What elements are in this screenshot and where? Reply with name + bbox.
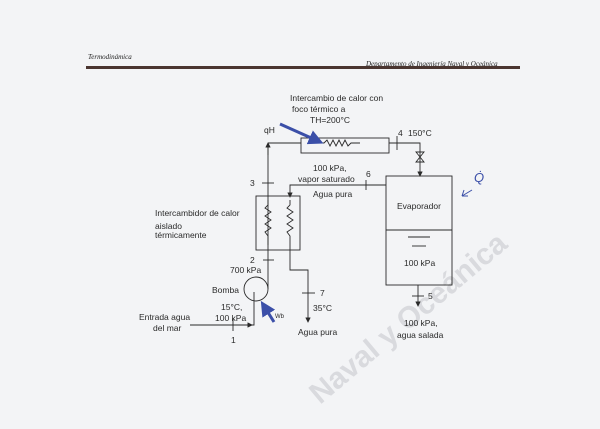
- heater-coil: [318, 138, 360, 148]
- qh-label: qH: [264, 125, 275, 135]
- inlet-cond-2: 100 kPa: [215, 313, 246, 323]
- heater-label-2: foco térmico a: [292, 104, 346, 114]
- out5-label-1: 100 kPa,: [404, 318, 438, 328]
- inlet-label-1: Entrada agua: [139, 312, 190, 322]
- state5-label: 5: [428, 291, 433, 301]
- evaporator-box: [385, 175, 453, 286]
- state6-desc-1: 100 kPa,: [313, 163, 347, 173]
- q-dot-label: Q̇: [474, 170, 484, 185]
- expansion-valve: [415, 151, 425, 163]
- inlet-cond-1: 15°C,: [221, 302, 242, 312]
- pump-circle: [243, 276, 269, 302]
- wb-label: Wb: [275, 314, 285, 320]
- inlet-label-2: del mar: [153, 323, 182, 333]
- evap-pressure: 100 kPa: [404, 258, 435, 268]
- wb-arrow-icon: [260, 300, 276, 323]
- state6-desc-2: vapor saturado: [298, 174, 355, 184]
- heater-box: [300, 137, 390, 154]
- header-rule: [86, 66, 520, 69]
- pump-label: Bomba: [212, 285, 239, 295]
- state3-label: 3: [250, 178, 255, 188]
- t4-label: 150°C: [408, 128, 432, 138]
- out7-label: Agua pura: [298, 327, 337, 337]
- qh-arrow-icon: [279, 122, 324, 145]
- t7-label: 35°C: [313, 303, 332, 313]
- state1-label: 1: [231, 335, 236, 345]
- state7-label: 7: [320, 288, 325, 298]
- p2-label: 700 kPa: [230, 265, 261, 275]
- state6-desc-3: Agua pura: [313, 189, 352, 199]
- exchanger-label-2: aislado: [155, 221, 182, 231]
- state2-label: 2: [250, 255, 255, 265]
- heater-label-3: TH=200°C: [310, 115, 350, 125]
- header-left: Termodinámica: [88, 53, 132, 61]
- exchanger-label-3: térmicamente: [155, 230, 207, 240]
- state4-label: 4: [398, 128, 403, 138]
- exchanger-box: [255, 195, 301, 251]
- heater-label-1: Intercambio de calor con: [290, 93, 383, 103]
- out5-label-2: agua salada: [397, 330, 444, 340]
- q-dot-arrow-icon: [461, 189, 473, 197]
- exchanger-label-1: Intercambidor de calor: [155, 208, 240, 218]
- header-right: Departamento de Ingeniería Naval y Oceán…: [366, 60, 498, 68]
- state6-label: 6: [366, 169, 371, 179]
- evaporator-label: Evaporador: [397, 201, 441, 211]
